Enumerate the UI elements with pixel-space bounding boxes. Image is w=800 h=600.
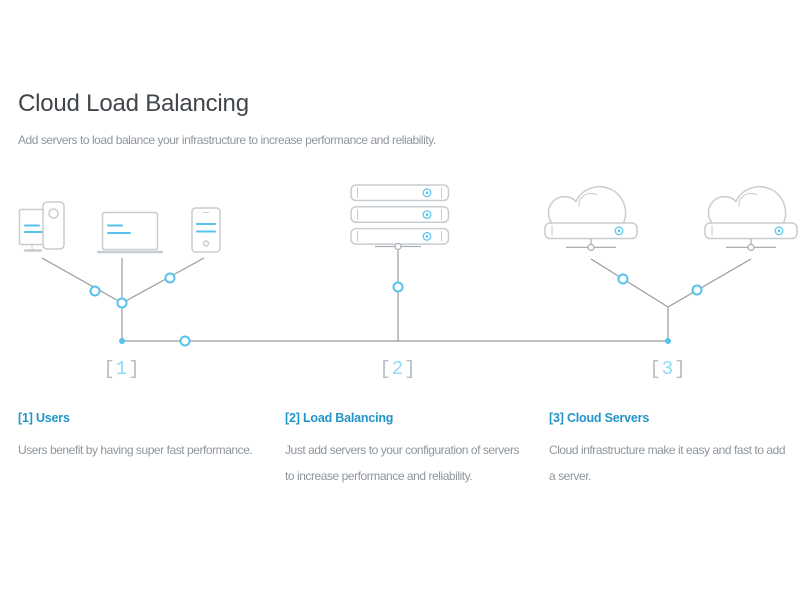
smartphone-icon bbox=[191, 207, 221, 253]
junction-dot bbox=[119, 338, 125, 344]
section-load-balancing-heading: [2] Load Balancing bbox=[285, 411, 394, 425]
section-load-balancing: [2] Load Balancing Just add servers to y… bbox=[285, 411, 520, 489]
section-cloud-servers: [3] Cloud Servers Cloud infrastructure m… bbox=[549, 411, 786, 489]
server-stack-icon bbox=[350, 184, 450, 251]
network-node bbox=[164, 272, 176, 284]
network-node bbox=[392, 281, 404, 293]
users-connection-lines bbox=[41, 257, 205, 341]
section-cloud-servers-text-line: a server. bbox=[549, 469, 591, 483]
page-title: Cloud Load Balancing bbox=[18, 90, 249, 117]
section-cloud-servers-text-line: Cloud infrastructure make it easy and fa… bbox=[549, 443, 786, 457]
section-users: [1] Users Users benefit by having super … bbox=[18, 411, 253, 463]
section-load-balancing-text-line: Just add servers to your configuration o… bbox=[285, 443, 520, 457]
cloud-server-icon bbox=[544, 185, 638, 252]
network-node bbox=[179, 335, 191, 347]
section-users-heading: [1] Users bbox=[18, 411, 70, 425]
network-node bbox=[116, 297, 128, 309]
network-node bbox=[89, 285, 101, 297]
network-node bbox=[617, 273, 629, 285]
junction-dot bbox=[665, 338, 671, 344]
diagram-marker-2: [2] bbox=[379, 358, 416, 380]
section-users-text-line: Users benefit by having super fast perfo… bbox=[18, 443, 253, 457]
cloud-server-icon bbox=[704, 185, 798, 252]
load-balancing-diagram: [1] [2] [3] bbox=[18, 184, 798, 380]
diagram-marker-3: [3] bbox=[649, 358, 686, 380]
network-node bbox=[691, 284, 703, 296]
section-load-balancing-text-line: to increase performance and reliability. bbox=[285, 469, 473, 483]
page-subtitle: Add servers to load balance your infrast… bbox=[18, 133, 436, 147]
desktop-computer-icon bbox=[18, 201, 65, 252]
cloud-servers-connection-lines bbox=[590, 258, 752, 341]
diagram-marker-1: [1] bbox=[103, 358, 140, 380]
laptop-icon bbox=[96, 211, 164, 254]
section-cloud-servers-heading: [3] Cloud Servers bbox=[549, 411, 650, 425]
